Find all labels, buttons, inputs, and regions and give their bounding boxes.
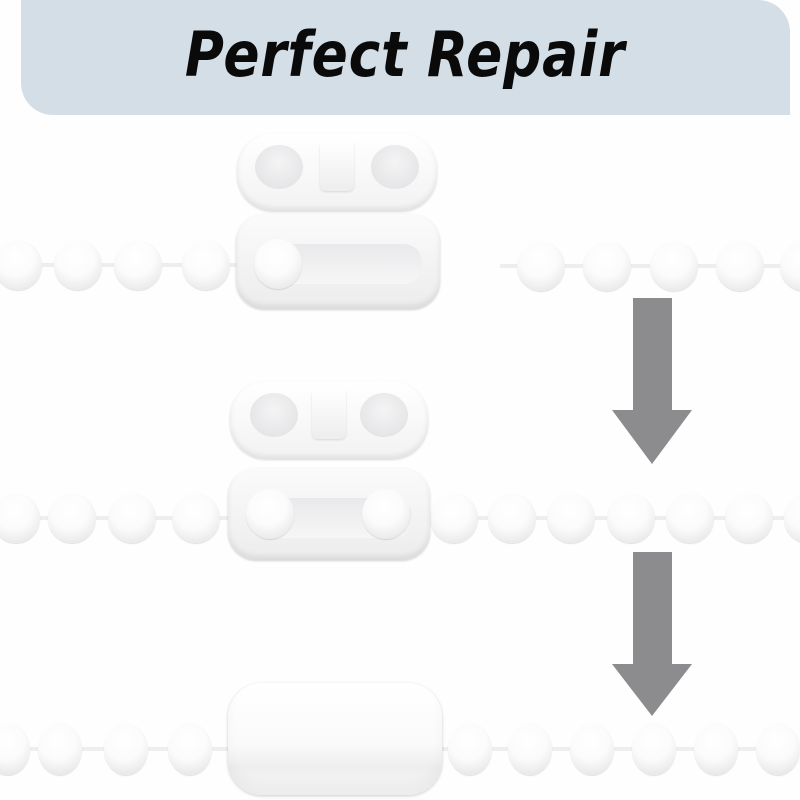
bead (694, 723, 738, 775)
closed-connector (228, 683, 442, 795)
chain-row-1-left (0, 235, 800, 295)
bead (666, 493, 714, 543)
seated-bead-right (362, 489, 410, 539)
bead (488, 493, 536, 543)
bead (48, 493, 96, 543)
bead (756, 723, 800, 775)
bead (114, 240, 162, 290)
bead (168, 723, 212, 775)
bead (0, 723, 30, 775)
bead (38, 723, 82, 775)
lid-hole (360, 393, 408, 437)
arrow-shaft (633, 552, 672, 668)
bead (182, 240, 230, 290)
bead (448, 723, 492, 775)
lid-hole (371, 145, 419, 189)
bead (54, 240, 102, 290)
bead (725, 493, 773, 543)
seated-bead (254, 239, 302, 289)
lid-hole (255, 145, 303, 189)
bead (172, 493, 220, 543)
connector-base-2 (228, 468, 430, 560)
bead (430, 493, 478, 543)
lid-hole (250, 393, 298, 437)
bead (607, 493, 655, 543)
bead (570, 723, 614, 775)
seated-bead-left (246, 489, 294, 539)
bead (716, 241, 764, 291)
arrow-shaft (633, 298, 672, 414)
bead (517, 241, 565, 291)
bead (508, 723, 552, 775)
bead (632, 723, 676, 775)
bead (0, 240, 42, 290)
lid-tab (312, 389, 346, 439)
bead (0, 493, 40, 543)
arrow-down-icon (612, 552, 692, 716)
bead (547, 493, 595, 543)
connector-lid-1 (237, 133, 437, 211)
bead (108, 493, 156, 543)
title-banner: Perfect Repair (21, 0, 790, 115)
connector-lid-2 (230, 381, 428, 459)
arrow-head (612, 410, 692, 464)
bead (104, 723, 148, 775)
chain-row-1-right (0, 236, 800, 296)
arrow-down-icon (612, 298, 692, 466)
banner-title: Perfect Repair (185, 18, 626, 91)
arrow-head (612, 664, 692, 716)
bead (583, 241, 631, 291)
bead (650, 241, 698, 291)
bead (780, 241, 800, 291)
lid-tab (320, 141, 354, 191)
connector-base-1 (236, 214, 440, 309)
bead (784, 493, 800, 543)
